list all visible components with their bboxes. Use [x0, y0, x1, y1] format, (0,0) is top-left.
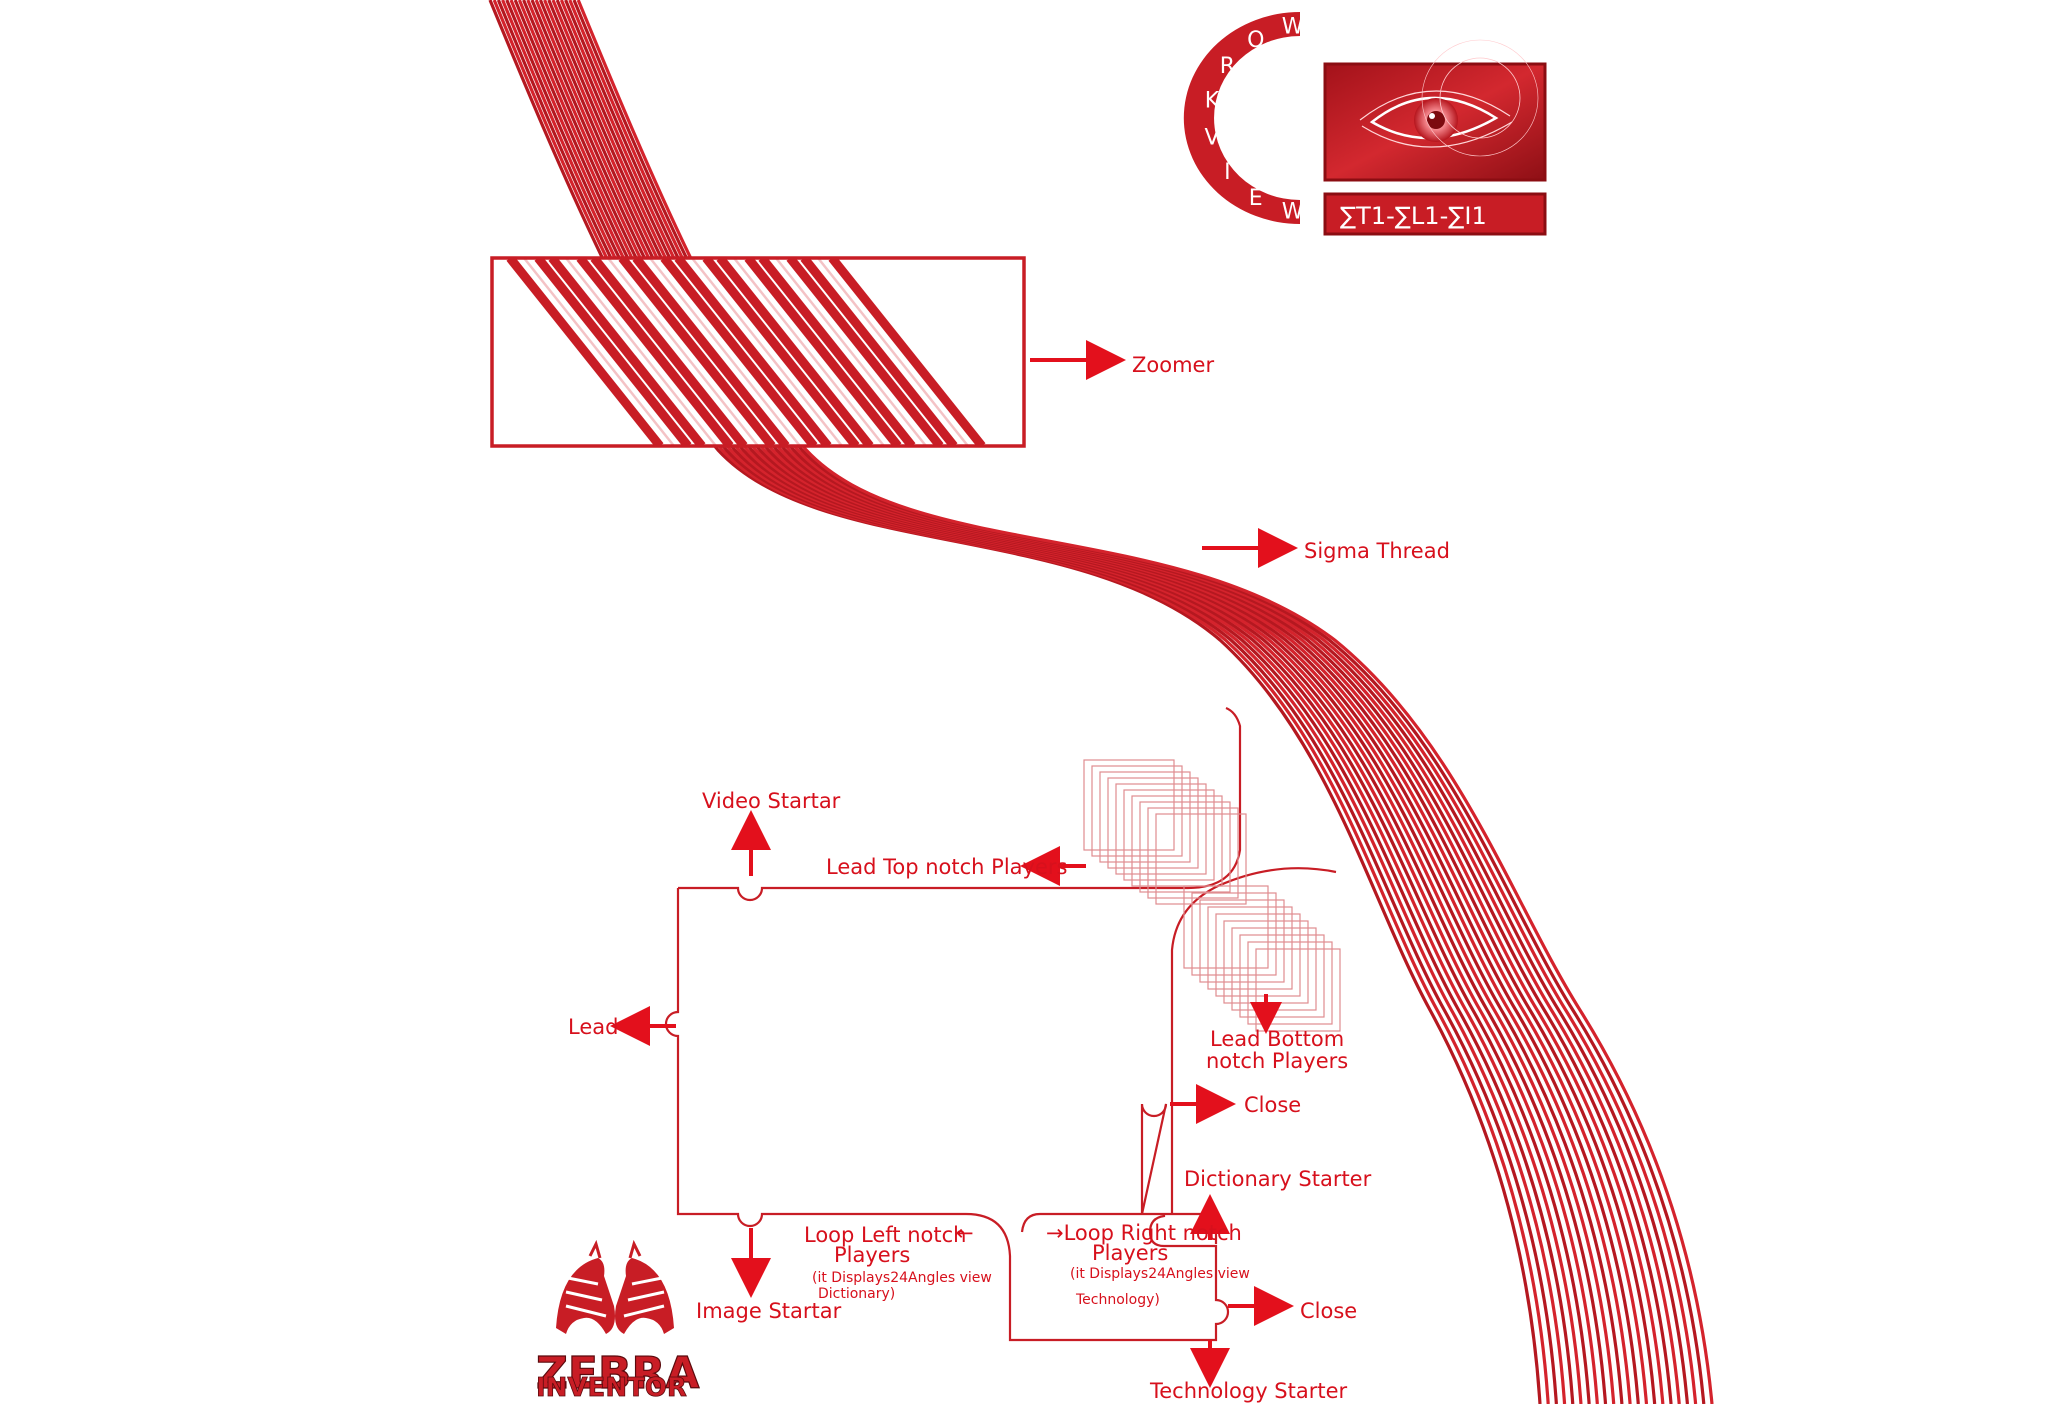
zoom-band [691, 258, 843, 446]
notch-frame [1215, 913, 1301, 997]
label-lead-bottom-notch-1: Lead Bottom [1210, 1027, 1344, 1051]
zoom-band [565, 258, 717, 446]
notch-frame [1099, 771, 1191, 863]
eye-icon [1359, 39, 1539, 157]
notch-frame [1107, 777, 1199, 869]
notch-frame [1231, 927, 1317, 1011]
notch-frame [1223, 920, 1309, 1004]
label-video-startar: Video Startar [702, 789, 841, 813]
zoom-band [576, 258, 734, 446]
workview-letter: W [1282, 200, 1304, 225]
zoom-band [828, 258, 986, 446]
zoom-band [523, 258, 675, 446]
zoom-band [618, 258, 776, 446]
notch-frame [1147, 807, 1239, 899]
zoomer-box [490, 256, 1026, 448]
brand-zebra: ZEBRA [536, 1348, 699, 1399]
label-lead-bottom-notch-2: notch Players [1206, 1049, 1348, 1073]
label-loop-left-note-1: (it Displays24Angles view [812, 1270, 992, 1286]
zoom-band [744, 258, 902, 446]
zoom-band [632, 258, 790, 446]
label-loop-left-1: Loop Left notch [804, 1223, 966, 1247]
notch-frame [1255, 948, 1341, 1032]
zoom-band [733, 258, 885, 446]
notch-frame [1199, 899, 1285, 983]
label-lead-top-notch: Lead Top notch Players [826, 855, 1067, 879]
label-zoomer: Zoomer [1132, 353, 1214, 377]
label-close-2: Close [1300, 1299, 1357, 1323]
zoom-band [506, 258, 664, 446]
zoom-band [649, 258, 801, 446]
zoom-band [534, 258, 692, 446]
notch-frame [1091, 765, 1183, 857]
workview-letter: V [1204, 126, 1219, 151]
notch-frame [1183, 885, 1269, 969]
arrows [610, 340, 1298, 1388]
notch-frame [1139, 801, 1231, 893]
zoom-band [590, 258, 748, 446]
label-technology-starter: Technology Starter [1149, 1379, 1348, 1403]
workview-letter: K [1205, 88, 1220, 113]
zoom-band [660, 258, 818, 446]
label-loop-left-note-2: Dictionary) [818, 1286, 895, 1302]
zoom-band [607, 258, 759, 446]
zoom-band [716, 258, 874, 446]
label-dictionary-starter: Dictionary Starter [1184, 1167, 1372, 1191]
label-sigma-thread: Sigma Thread [1304, 539, 1450, 563]
zoom-band [702, 258, 860, 446]
zoom-band [775, 258, 927, 446]
player-outline [664, 706, 1341, 1342]
notch-frame [1123, 789, 1215, 881]
zoom-band [548, 258, 706, 446]
label-lead: Lead [568, 1015, 618, 1039]
label-loop-right-1: →Loop Right notch [1046, 1221, 1242, 1245]
zebra-icon [556, 1239, 674, 1334]
workview-letter: W [1282, 14, 1304, 39]
label-loop-right-note-1: (it Displays24Angles view [1070, 1266, 1250, 1282]
zebra-inventor-logo: ZEBRA INVENTOR [535, 1239, 700, 1403]
brand-inventor: INVENTOR [536, 1373, 687, 1403]
label-image-startar: Image Startar [696, 1299, 842, 1323]
workview-letter: R [1220, 54, 1235, 79]
notch-frame [1083, 759, 1175, 851]
workview-letter: O [1247, 28, 1264, 53]
label-left-small-arrow: ← [956, 1221, 974, 1245]
zoom-band [786, 258, 944, 446]
labels: Zoomer Sigma Thread Video Startar Lead T… [568, 353, 1450, 1403]
label-loop-right-2: Players [1092, 1241, 1168, 1265]
formula-text: ∑T1-∑L1-∑I1 [1340, 202, 1487, 230]
label-close-1: Close [1244, 1093, 1301, 1117]
notch-frame [1155, 813, 1247, 905]
notch-frame [1239, 934, 1325, 1018]
notch-frame [1191, 892, 1277, 976]
zoom-band [674, 258, 832, 446]
zoom-band [800, 258, 958, 446]
workview-letter: E [1249, 186, 1263, 211]
label-loop-left-2: Players [834, 1243, 910, 1267]
label-loop-right-note-2: Technology) [1075, 1292, 1160, 1308]
notch-frame [1115, 783, 1207, 875]
notch-frame [1131, 795, 1223, 887]
workview-letter: I [1224, 160, 1231, 185]
zoom-band [817, 258, 969, 446]
notch-frame [1207, 906, 1293, 990]
zoom-band [758, 258, 916, 446]
notch-frame [1247, 941, 1333, 1025]
